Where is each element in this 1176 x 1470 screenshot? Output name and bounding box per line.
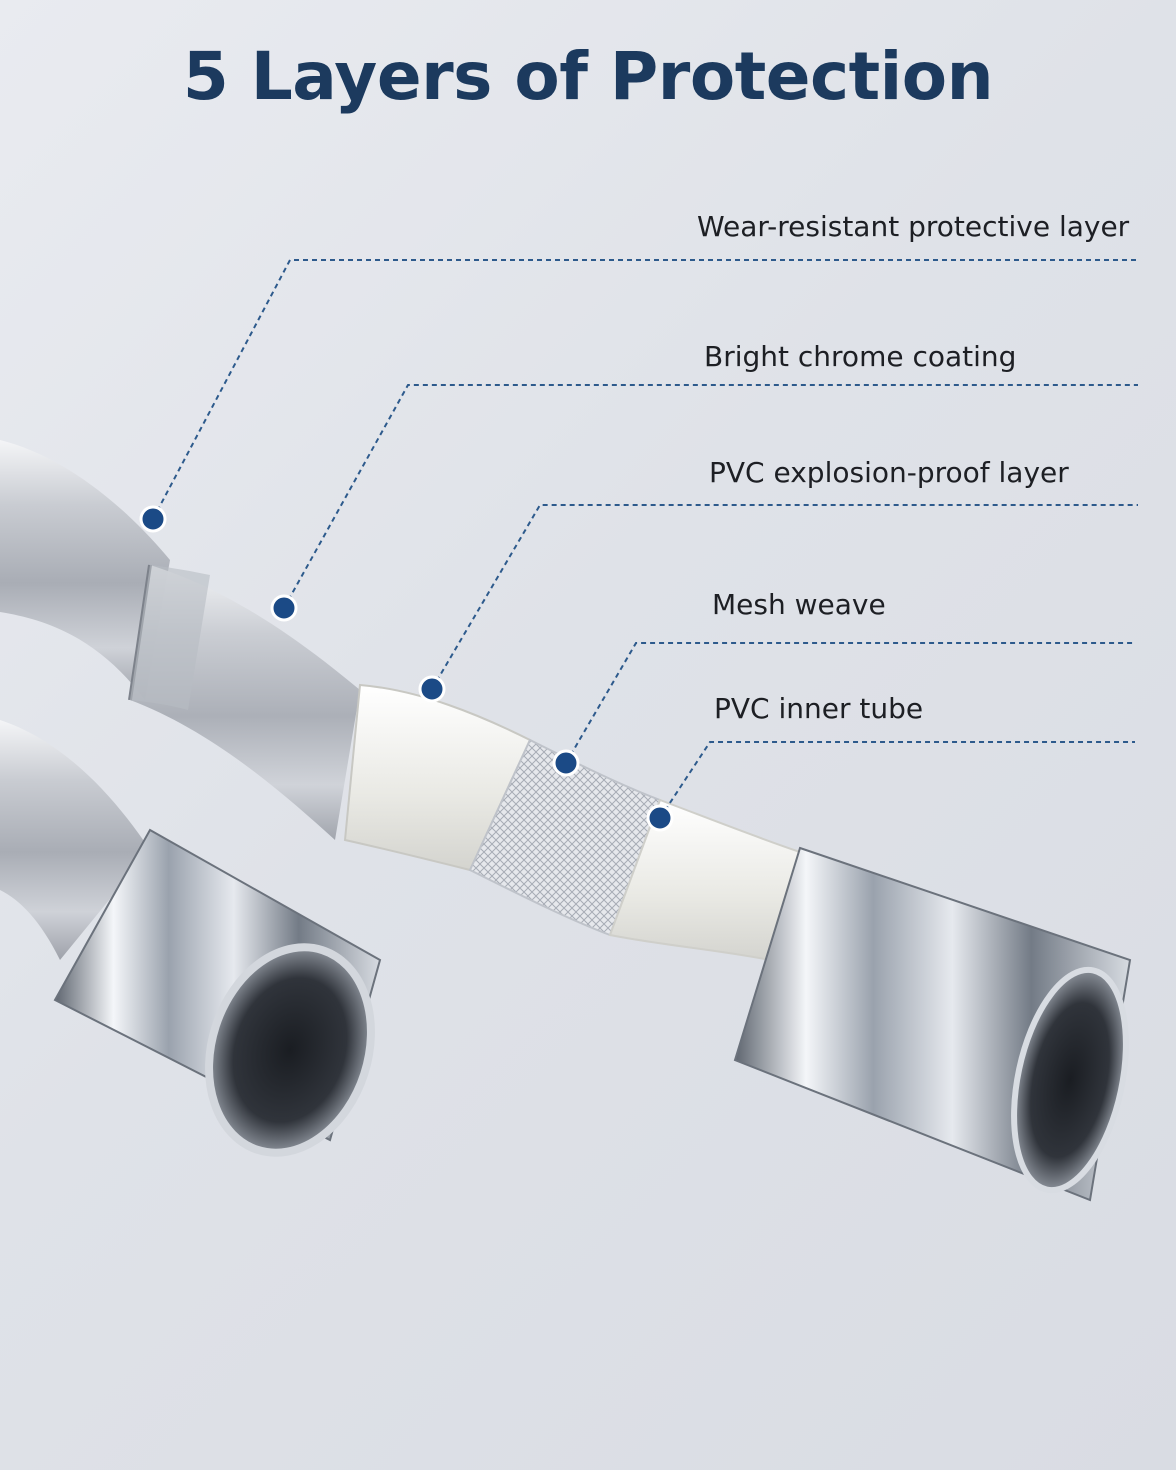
callout-line-mesh: [565, 642, 1136, 764]
lower-hose-section: [0, 720, 150, 960]
outer-hose-section: [0, 440, 360, 840]
callout-lines: [152, 259, 1140, 819]
callout-line-wear: [152, 259, 1140, 520]
layer-label-wear-resistant: Wear-resistant protective layer: [697, 210, 1130, 243]
callout-line-inner: [659, 741, 1135, 819]
right-chrome-fitting: [733, 846, 1132, 1202]
callout-dot-mesh: [552, 749, 580, 777]
layer-label-pvc-explosion-proof: PVC explosion-proof layer: [709, 456, 1069, 489]
layer-label-mesh-weave: Mesh weave: [712, 588, 886, 621]
left-chrome-fitting: [53, 828, 382, 1157]
callout-line-chrome: [283, 384, 1138, 609]
callout-line-pvc-explosion: [431, 504, 1138, 690]
callout-dot-inner: [646, 804, 674, 832]
callout-dots: [139, 505, 674, 832]
callout-dot-chrome: [270, 594, 298, 622]
page-title: 5 Layers of Protection: [182, 38, 994, 115]
layer-label-pvc-inner-tube: PVC inner tube: [714, 692, 924, 725]
callout-dot-wear: [139, 505, 167, 533]
callout-dot-pvc-explosion: [418, 675, 446, 703]
layer-label-chrome-coating: Bright chrome coating: [704, 340, 1017, 373]
